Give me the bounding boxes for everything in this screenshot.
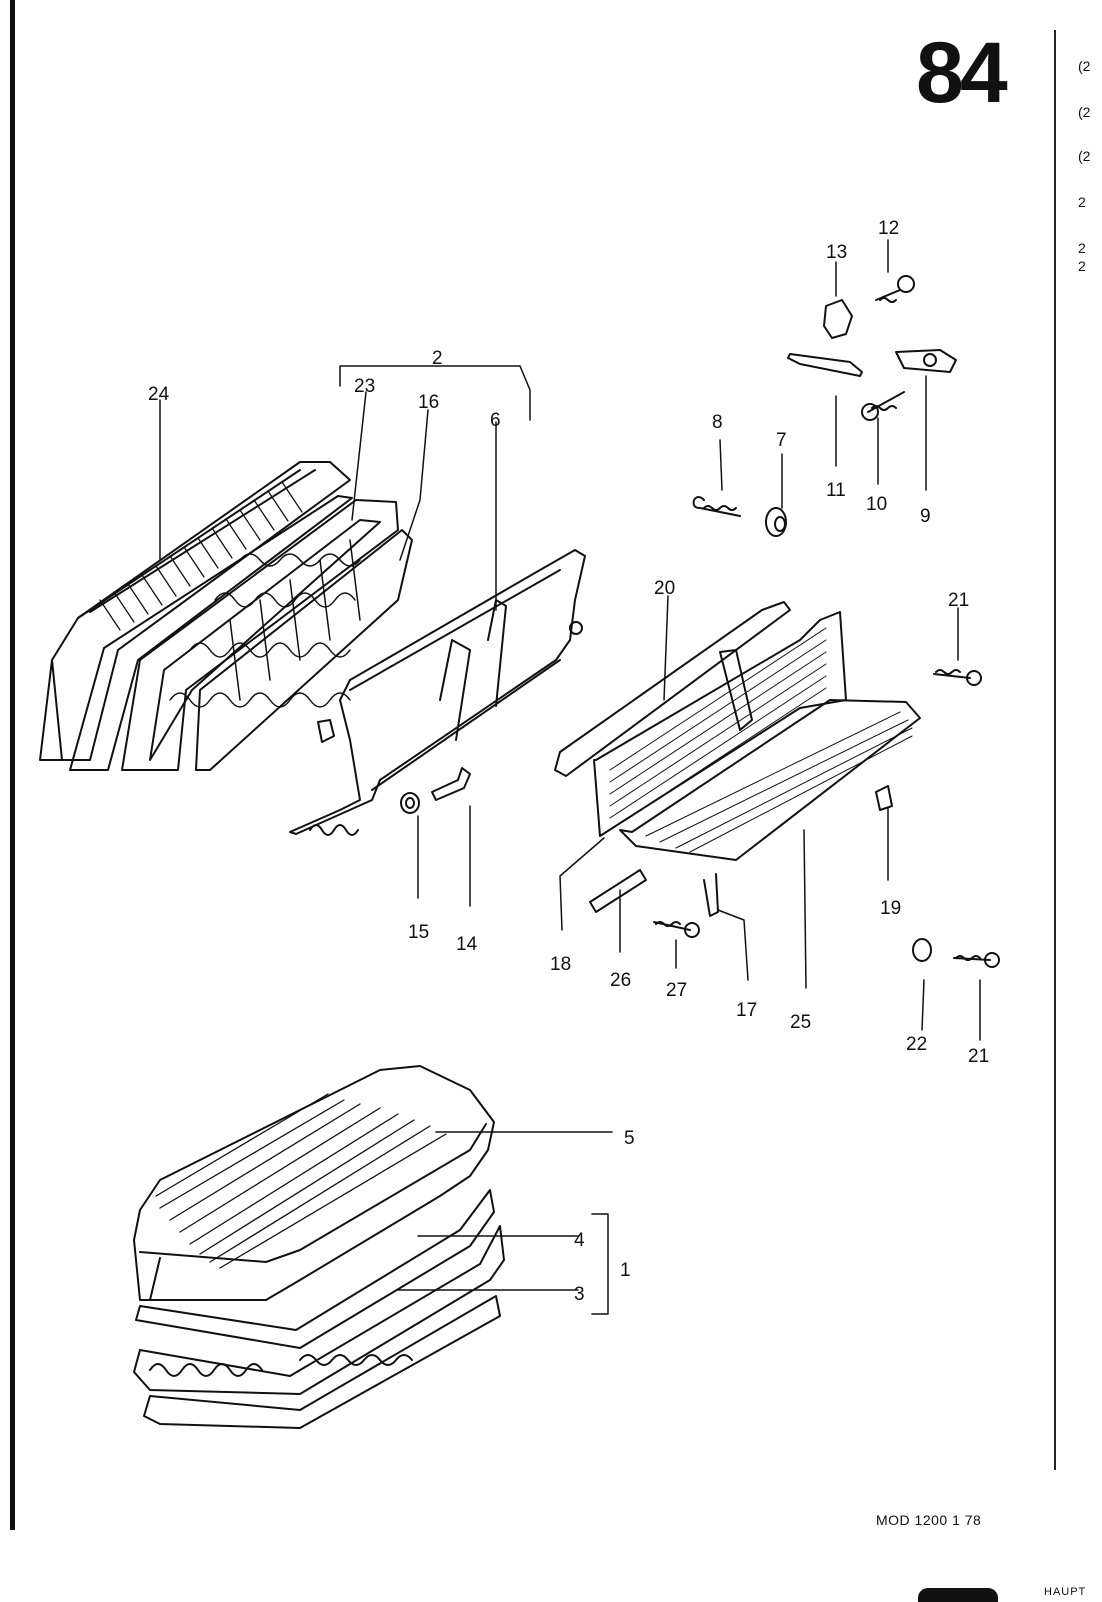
callout-9: 9 — [920, 506, 931, 527]
bolt-and-washer-parts — [400, 767, 471, 814]
page-number: 84 — [916, 25, 1008, 121]
hinge-and-clip-parts — [589, 785, 893, 913]
hardware-parts — [653, 275, 1000, 968]
next-page-number-fragment — [918, 1588, 998, 1602]
section-label: HAUPT — [1044, 1586, 1087, 1598]
callout-10: 10 — [866, 494, 887, 515]
seat-trim-strip-part — [554, 601, 791, 777]
callout-19: 19 — [880, 898, 901, 919]
callout-24: 24 — [148, 384, 170, 405]
callout-25: 25 — [790, 1012, 811, 1033]
callout-8: 8 — [712, 412, 723, 433]
backrest-cushion-part — [39, 461, 351, 761]
callout-26: 26 — [610, 970, 631, 991]
margin-ref: (2 — [1078, 58, 1091, 74]
margin-ref: (2 — [1078, 104, 1091, 120]
callout-13: 13 — [826, 242, 847, 263]
callout-6: 6 — [490, 410, 501, 431]
seat-cushion-part — [133, 1065, 495, 1301]
margin-ref: (2 — [1078, 148, 1091, 164]
right-column-rule — [1054, 30, 1056, 1470]
callout-labels: 1 2 3 4 5 6 7 8 9 10 11 12 13 14 15 16 1… — [148, 218, 989, 1305]
seat-pan-panel-part — [593, 611, 921, 917]
callout-5: 5 — [624, 1128, 635, 1149]
callout-17: 17 — [736, 1000, 757, 1021]
left-binding-rule — [10, 0, 15, 1530]
callout-23: 23 — [354, 376, 375, 397]
callout-15: 15 — [408, 922, 429, 943]
callout-21: 21 — [968, 1046, 989, 1067]
callout-3: 3 — [574, 1284, 585, 1305]
callout-2: 2 — [432, 348, 443, 369]
margin-ref: 2 — [1078, 194, 1086, 210]
margin-ref: 2 — [1078, 240, 1086, 256]
margin-ref: 2 — [1078, 258, 1086, 274]
callout-16: 16 — [418, 392, 439, 413]
seat-cushion-spring-frame-part — [133, 1225, 505, 1429]
callout-12: 12 — [878, 218, 899, 239]
seat-back-frame-part — [289, 549, 586, 836]
model-code: MOD 1200 1 78 — [876, 1512, 982, 1528]
callout-7: 7 — [776, 430, 787, 451]
callout-27: 27 — [666, 980, 687, 1001]
callout-21: 21 — [948, 590, 969, 611]
callout-22: 22 — [906, 1034, 927, 1055]
callout-18: 18 — [550, 954, 571, 975]
callout-4: 4 — [574, 1230, 585, 1251]
leader-lines — [159, 239, 981, 1315]
callout-11: 11 — [826, 480, 846, 501]
callout-14: 14 — [456, 934, 478, 955]
callout-1: 1 — [620, 1260, 631, 1281]
seat-cushion-pad-part — [135, 1189, 495, 1349]
callout-20: 20 — [654, 578, 675, 599]
backrest-spring-frame-part — [121, 499, 413, 771]
backrest-cover-part — [69, 495, 353, 771]
